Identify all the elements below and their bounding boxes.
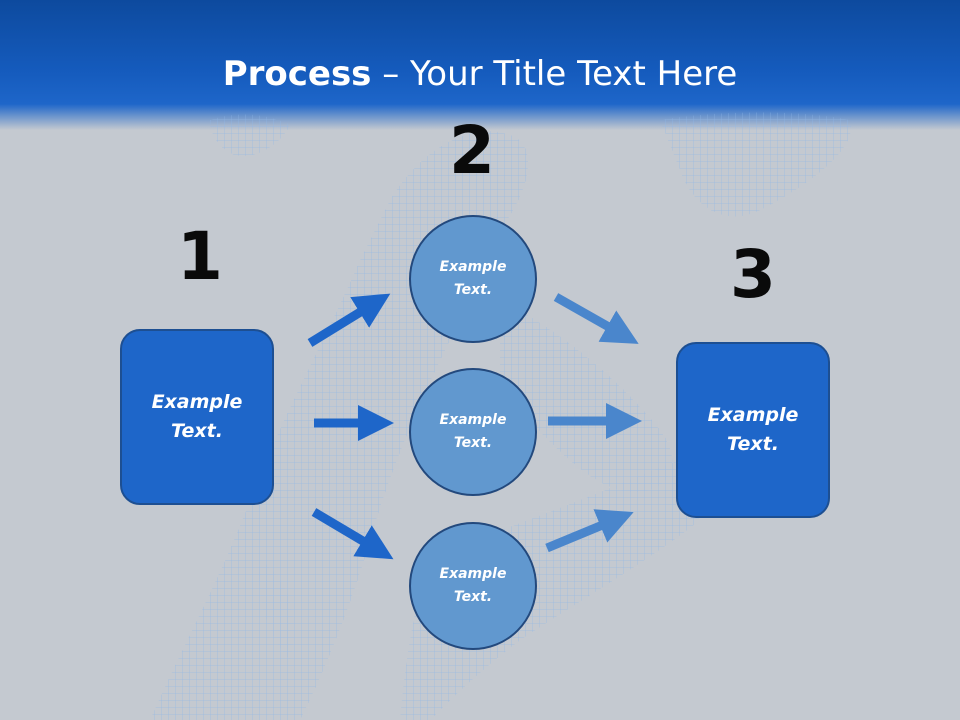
step-2-circle-bottom: Example Text.	[409, 522, 537, 650]
arrow-1-to-bottom	[311, 508, 394, 560]
step-1-box: Example Text.	[120, 329, 274, 505]
arrow-1-to-top	[307, 293, 391, 347]
arrow-top-to-3	[553, 293, 639, 344]
title-bold: Process	[222, 54, 372, 94]
step-3-box: Example Text.	[676, 342, 830, 518]
step-number-1: 1	[177, 218, 223, 295]
step-2-circle-top: Example Text.	[409, 215, 537, 343]
arrow-bottom-to-3	[545, 509, 634, 553]
title-rest: – Your Title Text Here	[371, 54, 738, 94]
title-bar	[0, 0, 960, 130]
page-title: Process – Your Title Text Here	[0, 52, 960, 96]
step-number-2: 2	[449, 112, 495, 189]
step-2-circle-middle: Example Text.	[409, 368, 537, 496]
step-number-3: 3	[730, 236, 776, 313]
